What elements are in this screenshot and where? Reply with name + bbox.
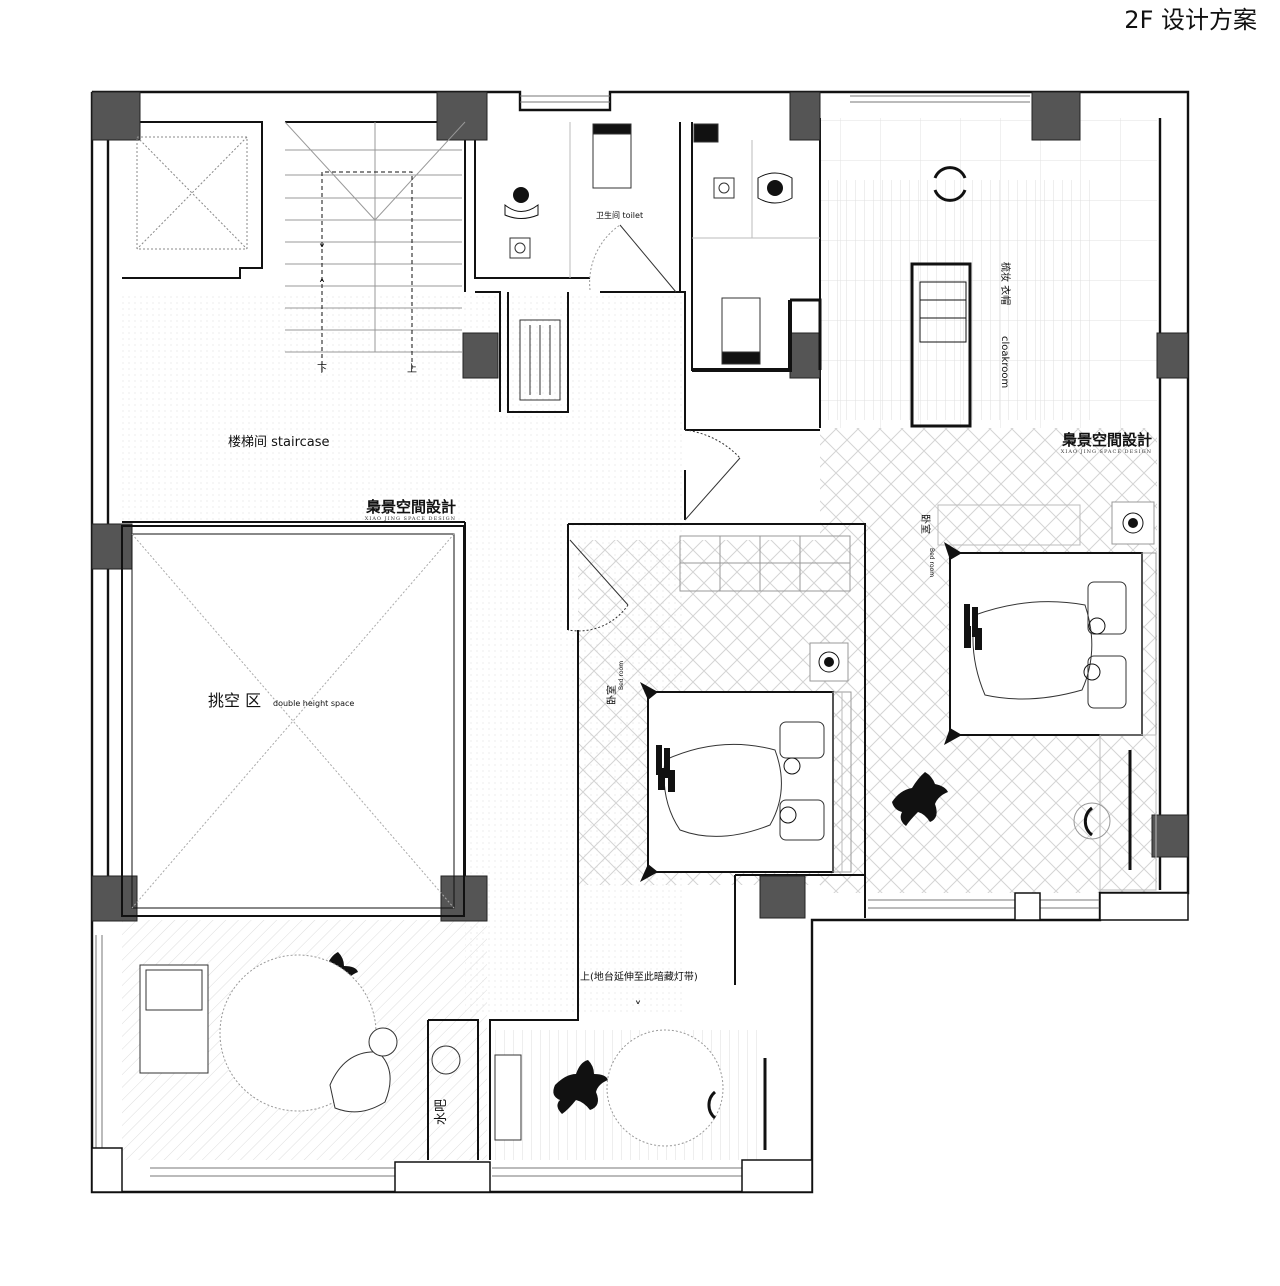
svg-text:˅: ˅ xyxy=(635,1000,642,1016)
watermark-2: 梟景空間設計 XIAO JING SPACE DESIGN xyxy=(1061,431,1152,455)
bedroom1-bed xyxy=(640,682,852,882)
terrace-furniture xyxy=(139,954,767,1150)
plan-title: 2F 设计方案 xyxy=(1124,6,1257,34)
label-bedroom1-zh: 卧室 xyxy=(605,685,618,705)
bedroom1-nightlight xyxy=(809,642,849,682)
elevator-shaft xyxy=(136,136,248,250)
double-height-void xyxy=(121,525,465,917)
bathroom2-fixtures xyxy=(692,123,822,372)
stair-down-label: 下 xyxy=(317,364,327,375)
watermark-1: 梟景空間設計 XIAO JING SPACE DESIGN xyxy=(365,498,456,522)
label-cloakroom-en: cloakroom xyxy=(999,336,1010,388)
toilet-fixtures xyxy=(509,122,677,401)
label-cloakroom-zh: 梳妆 衣帽 xyxy=(999,262,1012,305)
label-toilet: 卫生间 toilet xyxy=(596,210,643,220)
svg-text:梟景空間設計: 梟景空間設計 xyxy=(365,498,456,516)
bedroom2-bed xyxy=(937,504,1157,745)
structural-columns xyxy=(91,91,1189,922)
windows xyxy=(95,95,1100,1177)
label-void-zh: 挑空 区 xyxy=(208,691,261,710)
label-staircase: 楼梯间 staircase xyxy=(228,435,330,450)
bedroom2-nightlight xyxy=(1111,501,1155,545)
staircase xyxy=(284,121,466,372)
corridor-doors xyxy=(567,429,741,632)
label-bedroom2-zh: 卧室 xyxy=(919,514,932,534)
svg-text:˄: ˄ xyxy=(319,278,326,294)
svg-text:˅: ˅ xyxy=(319,243,326,259)
label-void-en: double height space xyxy=(273,699,354,708)
label-bedroom2-en: Bed room xyxy=(928,548,935,577)
cloakroom-furniture xyxy=(910,166,972,428)
bedroom1-wardrobe xyxy=(679,535,851,592)
svg-text:XIAO JING SPACE DESIGN: XIAO JING SPACE DESIGN xyxy=(1061,449,1152,455)
stair-up-label: 上 xyxy=(407,363,417,375)
person-bath2 xyxy=(757,172,793,204)
svg-text:梟景空間設計: 梟景空間設計 xyxy=(1061,431,1152,449)
label-bar: 水吧 xyxy=(434,1099,449,1125)
label-bedroom1-en: Bed room xyxy=(618,661,625,690)
svg-text:XIAO JING SPACE DESIGN: XIAO JING SPACE DESIGN xyxy=(365,516,456,522)
interior-walls xyxy=(122,118,866,1160)
person-toilet xyxy=(504,187,539,219)
bedroom2-tv-unit xyxy=(1073,734,1157,891)
label-step-note: 上(地台延伸至此暗藏灯带) xyxy=(580,970,698,983)
